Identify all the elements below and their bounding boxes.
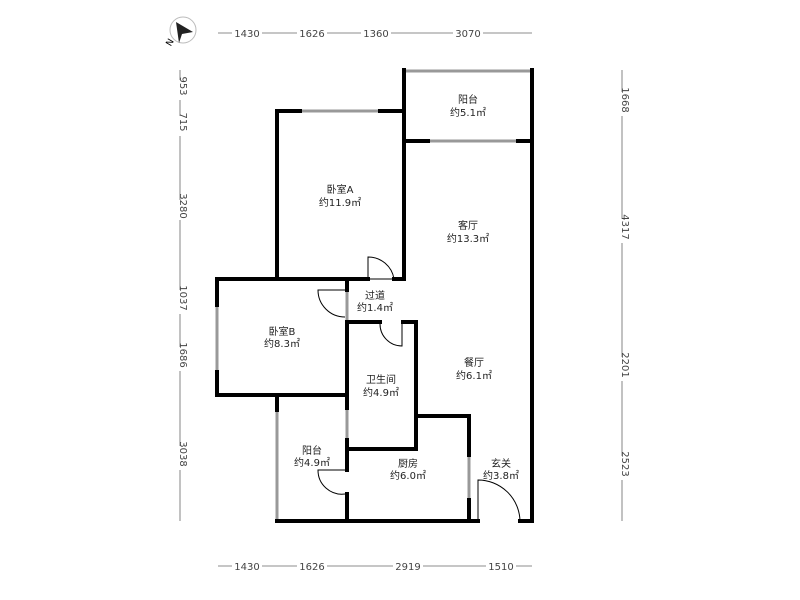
dim-right-1: 1668 — [619, 87, 630, 112]
bottom-dimension-line: 1430 1626 2919 1510 — [218, 560, 532, 573]
dim-left-5: 1686 — [177, 342, 188, 367]
door-entrance — [477, 479, 521, 522]
room-area: 约11.9㎡ — [319, 196, 361, 209]
dim-left-6: 3038 — [177, 441, 188, 466]
doors — [317, 256, 521, 522]
walls — [215, 68, 534, 523]
room-name: 阳台 — [302, 444, 322, 457]
dim-left-4: 1037 — [177, 285, 188, 310]
door-bedroom-a — [367, 256, 395, 280]
dim-top-2: 1626 — [299, 29, 324, 40]
room-name: 玄关 — [491, 457, 511, 470]
room-dining: 餐厅 约6.1㎡ — [456, 356, 492, 382]
dim-right-3: 2201 — [619, 352, 630, 377]
room-balcony-bottom: 阳台 约4.9㎡ — [294, 444, 330, 469]
dim-bottom-1: 1430 — [234, 562, 259, 573]
room-area: 约4.9㎡ — [363, 386, 399, 399]
room-name: 卫生间 — [366, 373, 396, 386]
dim-bottom-2: 1626 — [299, 562, 324, 573]
room-area: 约6.0㎡ — [390, 469, 426, 482]
left-dimension-line: 953 715 3280 1037 1686 3038 — [174, 70, 188, 521]
room-area: 约1.4㎡ — [357, 301, 393, 314]
room-name: 过道 — [365, 289, 385, 302]
windows — [215, 69, 532, 521]
top-dimension-line: 1430 1626 1360 3070 — [218, 27, 532, 40]
right-dimension-line: 1668 4317 2201 2523 — [616, 70, 630, 521]
dim-top-3: 1360 — [363, 29, 388, 40]
compass-north-label: N — [165, 37, 177, 48]
dim-top-1: 1430 — [234, 29, 259, 40]
room-bedroom-a: 卧室A 约11.9㎡ — [319, 183, 361, 209]
room-area: 约5.1㎡ — [450, 106, 486, 119]
door-balcony — [317, 469, 346, 495]
room-corridor: 过道 约1.4㎡ — [357, 289, 393, 314]
room-name: 客厅 — [458, 219, 478, 232]
room-name: 卧室B — [269, 325, 296, 338]
room-living: 客厅 约13.3㎡ — [447, 219, 489, 245]
room-area: 约13.3㎡ — [447, 232, 489, 245]
door-bedroom-b — [317, 289, 346, 318]
dim-left-3: 3280 — [177, 193, 188, 218]
dim-bottom-4: 1510 — [488, 562, 513, 573]
dim-right-2: 4317 — [619, 214, 630, 239]
room-entrance: 玄关 约3.8㎡ — [483, 457, 519, 482]
dim-bottom-3: 2919 — [395, 562, 420, 573]
dim-left-1: 953 — [177, 76, 188, 95]
dim-top-4: 3070 — [455, 29, 480, 40]
compass-icon: N — [165, 16, 197, 48]
room-area: 约3.8㎡ — [483, 469, 519, 482]
room-area: 约4.9㎡ — [294, 456, 330, 469]
room-name: 卧室A — [327, 183, 354, 196]
room-name: 餐厅 — [464, 356, 484, 369]
door-bathroom — [379, 323, 403, 347]
room-name: 厨房 — [398, 457, 418, 470]
room-area: 约6.1㎡ — [456, 369, 492, 382]
dim-left-2: 715 — [177, 112, 188, 131]
room-name: 阳台 — [458, 93, 478, 106]
room-balcony-top: 阳台 约5.1㎡ — [450, 93, 486, 119]
room-bedroom-b: 卧室B 约8.3㎡ — [264, 325, 300, 350]
room-bathroom: 卫生间 约4.9㎡ — [363, 373, 399, 399]
room-kitchen: 厨房 约6.0㎡ — [390, 457, 426, 482]
dim-right-4: 2523 — [619, 451, 630, 476]
room-area: 约8.3㎡ — [264, 337, 300, 350]
